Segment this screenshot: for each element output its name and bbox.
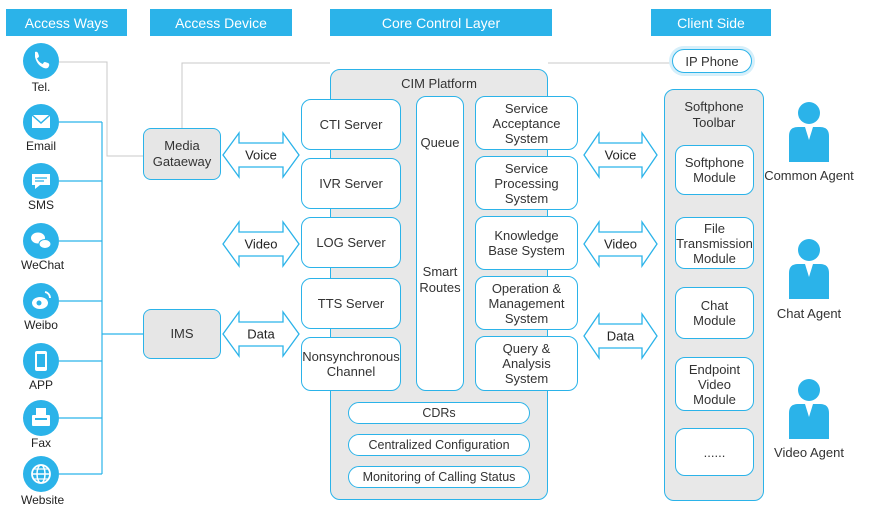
queue-routes-column (416, 96, 464, 391)
data-arrow-right: Data (583, 311, 658, 361)
video-arrow-right: Video (583, 219, 658, 269)
weibo-icon (22, 282, 60, 320)
bottom-bar-0: CDRs (348, 402, 530, 424)
agent-label-1: Chat Agent (776, 306, 842, 321)
channel-label-weibo: Weibo (24, 318, 58, 332)
channel-label-website: Website (21, 493, 65, 507)
queue-label: Queue (420, 135, 460, 150)
header-access-ways: Access Ways (6, 9, 127, 36)
softphone-toolbar-title: Softphone Toolbar (684, 99, 744, 130)
channel-label-sms: SMS (27, 198, 54, 212)
voice-arrow-left: Voice (222, 131, 300, 179)
agent-icon (787, 377, 831, 439)
smart-routes-label: Smart Routes (419, 264, 461, 295)
header-access-device: Access Device (150, 9, 292, 36)
email-icon (22, 103, 60, 141)
agent-label-0: Common Agent (764, 168, 854, 183)
agent-icon (787, 237, 831, 299)
system-3: Operation & Management System (475, 276, 578, 330)
channel-label-email: Email (25, 139, 56, 153)
header-client-side: Client Side (651, 9, 771, 36)
video-label: Video (244, 236, 278, 252)
toolbar-module-0: Softphone Module (675, 145, 754, 195)
header-core-control-layer: Core Control Layer (330, 9, 552, 36)
data-label: Data (247, 326, 275, 342)
video-arrow-left: Video (222, 220, 300, 268)
data-arrow-left: Data (222, 310, 300, 358)
server-4: Nonsynchronous Channel (301, 337, 401, 391)
system-0: Service Acceptance System (475, 96, 578, 150)
toolbar-module-3: Endpoint Video Module (675, 357, 754, 411)
server-0: CTI Server (301, 99, 401, 150)
agent-icon (787, 100, 831, 162)
channel-label-tel: Tel. (31, 80, 51, 94)
server-1: IVR Server (301, 158, 401, 209)
channel-label-fax: Fax (30, 436, 51, 450)
fax-icon (22, 399, 60, 437)
video-label-right: Video (603, 236, 637, 252)
system-2: Knowledge Base System (475, 216, 578, 270)
media-gateway-box: Media Gataeway (143, 128, 221, 180)
website-icon (22, 455, 60, 493)
system-1: Service Processing System (475, 156, 578, 210)
bottom-bar-2: Monitoring of Calling Status (348, 466, 530, 488)
sms-icon (22, 162, 60, 200)
data-label-right: Data (606, 328, 635, 344)
toolbar-module-4: ...... (675, 428, 754, 476)
app-icon (22, 342, 60, 380)
cim-platform-title: CIM Platform (401, 76, 477, 91)
server-2: LOG Server (301, 217, 401, 268)
toolbar-module-1: File Transmission Module (675, 217, 754, 269)
phone-icon (22, 42, 60, 80)
agent-label-2: Video Agent (774, 445, 844, 460)
wechat-icon (22, 222, 60, 260)
ip-phone-pill: IP Phone (672, 49, 752, 73)
channel-label-app: APP (28, 378, 53, 392)
voice-label: Voice (245, 147, 277, 163)
voice-label-right: Voice (604, 147, 637, 163)
ims-box: IMS (143, 309, 221, 359)
system-4: Query & Analysis System (475, 336, 578, 391)
toolbar-module-2: Chat Module (675, 287, 754, 339)
channel-label-wechat: WeChat (21, 258, 65, 272)
server-3: TTS Server (301, 278, 401, 329)
voice-arrow-right: Voice (583, 130, 658, 180)
bottom-bar-1: Centralized Configuration (348, 434, 530, 456)
